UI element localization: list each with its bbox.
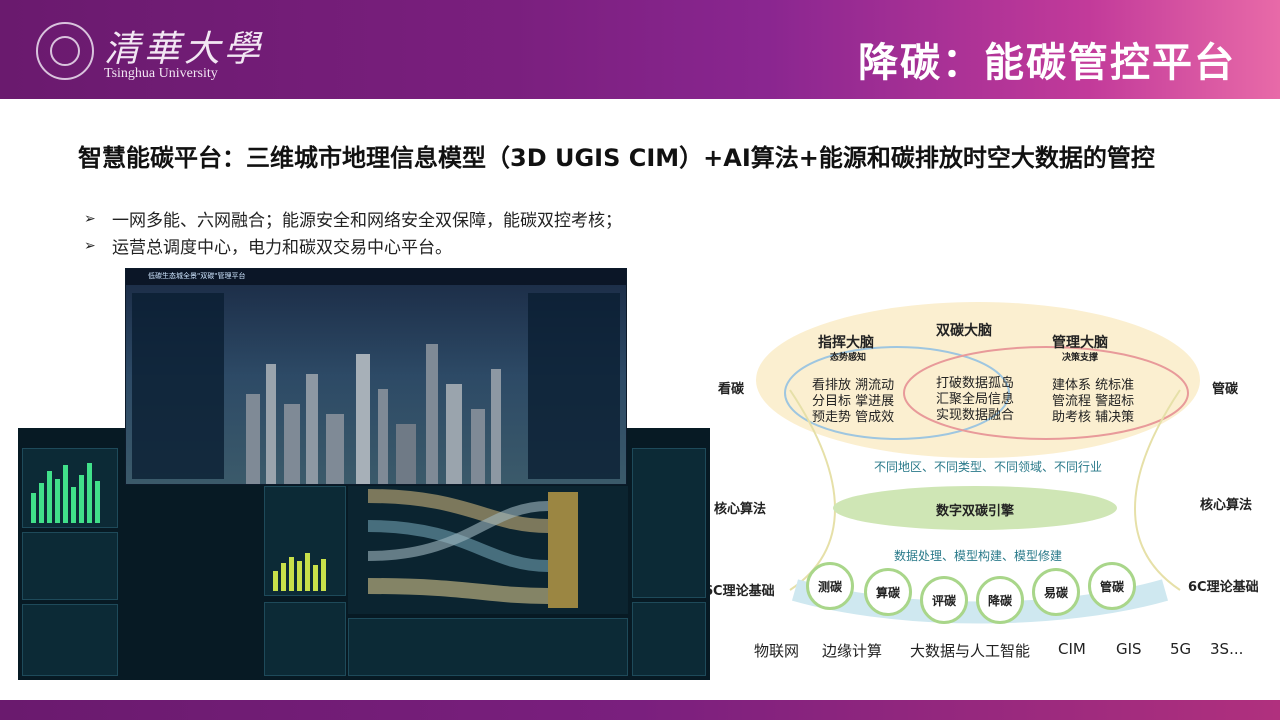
brain-right-line: 建体系 统标准: [1052, 378, 1135, 393]
tech-cim: CIM: [1058, 640, 1086, 658]
tech-5g: 5G: [1170, 640, 1192, 658]
arrow-bullet-icon: ➢: [84, 210, 96, 227]
dashboard-panel: [22, 448, 118, 528]
label-6c-theory-left: 6C理论基础: [704, 584, 775, 599]
bullet-item: ➢ 一网多能、六网融合；能源安全和网络安全双保障，能碳双控考核；: [84, 205, 622, 232]
sankey-flow-panel: [348, 486, 628, 614]
brain-right-subtitle: 决策支撑: [1062, 353, 1099, 363]
circle-manage-carbon: 管碳: [1088, 562, 1136, 610]
brain-mid-line: 打破数据孤岛: [936, 376, 1015, 391]
screenshot-left-panel: [132, 293, 224, 479]
circle-calculate-carbon: 算碳: [864, 568, 912, 616]
scope-text: 不同地区、不同类型、不同领域、不同行业: [874, 460, 1103, 474]
bullet-text: 运营总调度中心，电力和碳双交易中心平台。: [112, 238, 452, 258]
slide-subtitle: 智慧能碳平台：三维城市地理信息模型（3D UGIS CIM）+AI算法+能源和碳…: [78, 144, 1155, 172]
bullet-item: ➢ 运营总调度中心，电力和碳双交易中心平台。: [84, 232, 622, 259]
label-guan-tan: 管碳: [1212, 382, 1239, 397]
logo-english-name: Tsinghua University: [104, 66, 218, 81]
dashboard-panel: [632, 448, 706, 598]
brain-center-title: 双碳大脑: [936, 323, 992, 339]
circle-reduce-carbon: 降碳: [976, 576, 1024, 624]
page-title: 降碳：能碳管控平台: [858, 40, 1236, 86]
label-kan-tan: 看碳: [718, 382, 745, 397]
screenshot-right-panel: [528, 293, 620, 479]
tech-3s: 3S...: [1210, 640, 1244, 658]
label-core-algorithm-left: 核心算法: [714, 502, 767, 517]
digital-engine-label: 数字双碳引擎: [936, 504, 1015, 519]
bullet-list: ➢ 一网多能、六网融合；能源安全和网络安全双保障，能碳双控考核； ➢ 运营总调度…: [84, 205, 622, 259]
arrow-bullet-icon: ➢: [84, 237, 96, 254]
brain-mid-line: 汇聚全局信息: [936, 392, 1015, 407]
tech-iot: 物联网: [754, 642, 800, 660]
bullet-text: 一网多能、六网融合；能源安全和网络安全双保障，能碳双控考核；: [112, 211, 622, 231]
logo-chinese-name: 清華大學: [104, 29, 265, 70]
brain-right-title: 管理大脑: [1052, 335, 1108, 351]
platform-3d-city-screenshot: 低碳生态城全景"双碳"管理平台: [125, 268, 627, 485]
brain-left-line: 分目标 掌进展: [812, 394, 895, 409]
tech-gis: GIS: [1116, 640, 1142, 658]
brain-left-line: 看排放 溯流动: [812, 378, 895, 393]
process-text: 数据处理、模型构建、模型修建: [894, 549, 1063, 563]
circle-measure-carbon: 测碳: [806, 562, 854, 610]
brain-left-subtitle: 态势感知: [830, 353, 867, 363]
circle-trade-carbon: 易碳: [1032, 568, 1080, 616]
dashboard-panel: [264, 486, 346, 596]
brain-right-line: 管流程 警超标: [1052, 394, 1135, 409]
dashboard-panel: [264, 602, 346, 676]
dashboard-panel: [22, 604, 118, 676]
university-seal-logo: [36, 22, 94, 80]
circle-evaluate-carbon: 评碳: [920, 576, 968, 624]
tech-edge-computing: 边缘计算: [822, 642, 883, 660]
brain-mid-line: 实现数据融合: [936, 408, 1015, 423]
label-core-algorithm-right: 核心算法: [1200, 498, 1253, 513]
dashboard-panel: [632, 602, 706, 676]
brain-left-line: 预走势 管成效: [812, 410, 895, 425]
header-banner: 清華大學 Tsinghua University 降碳：能碳管控平台: [0, 0, 1280, 99]
diagram-shapes: [756, 302, 1200, 624]
dashboard-panel: [22, 532, 118, 600]
brain-left-title: 指挥大脑: [818, 335, 874, 351]
label-6c-theory-right: 6C理论基础: [1188, 580, 1259, 595]
tech-bigdata-ai: 大数据与人工智能: [910, 642, 1031, 660]
brain-right-line: 助考核 辅决策: [1052, 410, 1135, 425]
screenshot-title: 低碳生态城全景"双碳"管理平台: [148, 272, 246, 280]
dual-carbon-brain-diagram: 看碳 核心算法 6C理论基础 管碳 核心算法 6C理论基础 双碳大脑 指挥大脑 …: [700, 290, 1280, 690]
screenshot-title-bar: 低碳生态城全景"双碳"管理平台: [126, 269, 626, 285]
dashboard-panel: [348, 618, 628, 676]
footer-banner: [0, 700, 1280, 720]
